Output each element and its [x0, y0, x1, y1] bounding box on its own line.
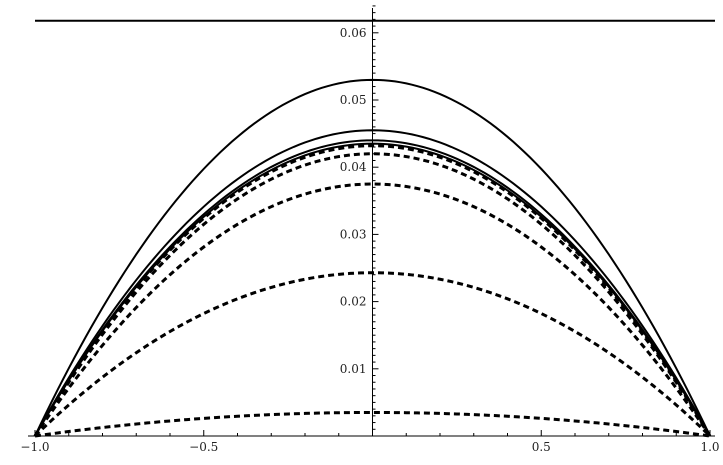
axis-layer — [28, 8, 715, 437]
series-line-7 — [33, 152, 712, 437]
label-layer: −1.0 −0.5 0.5 1.0 0.01 0.02 0.03 0.04 0.05 0.06 — [20, 26, 719, 454]
x-tick-label: −1.0 — [20, 440, 49, 454]
series-line-8 — [33, 182, 712, 437]
y-tick-label: 0.05 — [340, 93, 367, 107]
tick-layer — [34, 5, 711, 436]
x-tick-label: 1.0 — [700, 440, 719, 454]
x-tick-label: −0.5 — [189, 440, 218, 454]
y-tick-label: 0.03 — [340, 227, 367, 241]
y-tick-label: 0.06 — [340, 26, 367, 40]
y-tick-label: 0.01 — [340, 362, 367, 376]
y-tick-label: 0.02 — [340, 295, 367, 309]
y-tick-label: 0.04 — [340, 160, 367, 174]
series-layer — [33, 19, 715, 438]
x-tick-label: 0.5 — [532, 440, 551, 454]
series-line-10 — [34, 410, 711, 438]
